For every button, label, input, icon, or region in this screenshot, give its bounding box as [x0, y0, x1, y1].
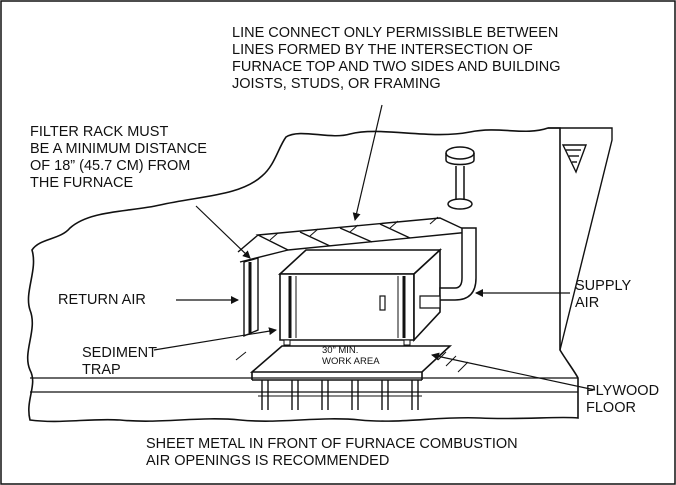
leader-lines [153, 104, 596, 391]
sediment-trap-label: SEDIMENT TRAP [82, 345, 157, 378]
filter-rack-note: FILTER RACK MUST BE A MINIMUM DISTANCE O… [30, 124, 207, 191]
supply-duct [419, 227, 477, 309]
furnace [277, 248, 443, 346]
plywood-floor-label: PLYWOOD FLOOR [586, 383, 660, 416]
vent-stack [445, 146, 475, 210]
work-area-label: 30” MIN. WORK AREA [322, 345, 380, 367]
plywood-platform [249, 345, 453, 381]
filter-rack-leader [195, 205, 251, 259]
plywood-floor-leader [431, 352, 596, 391]
filter-rack [243, 257, 259, 338]
return-air-label: RETURN AIR [58, 292, 146, 308]
supply-air-label: SUPPLY AIR [575, 278, 632, 311]
line-connect-note: LINE CONNECT ONLY PERMISSIBLE BETWEEN LI… [232, 25, 561, 92]
line-connect-leader [352, 104, 383, 221]
sediment-trap-leader [153, 327, 277, 351]
attic-outline [26, 127, 579, 423]
joist-hatching [235, 351, 469, 373]
gable-end [548, 127, 613, 351]
sheet-metal-note: SHEET METAL IN FRONT OF FURNACE COMBUSTI… [146, 436, 518, 469]
floor-joists [258, 380, 422, 410]
rafter-hatching [269, 216, 439, 241]
floor-edge [30, 377, 578, 393]
gable-vent [561, 144, 588, 174]
